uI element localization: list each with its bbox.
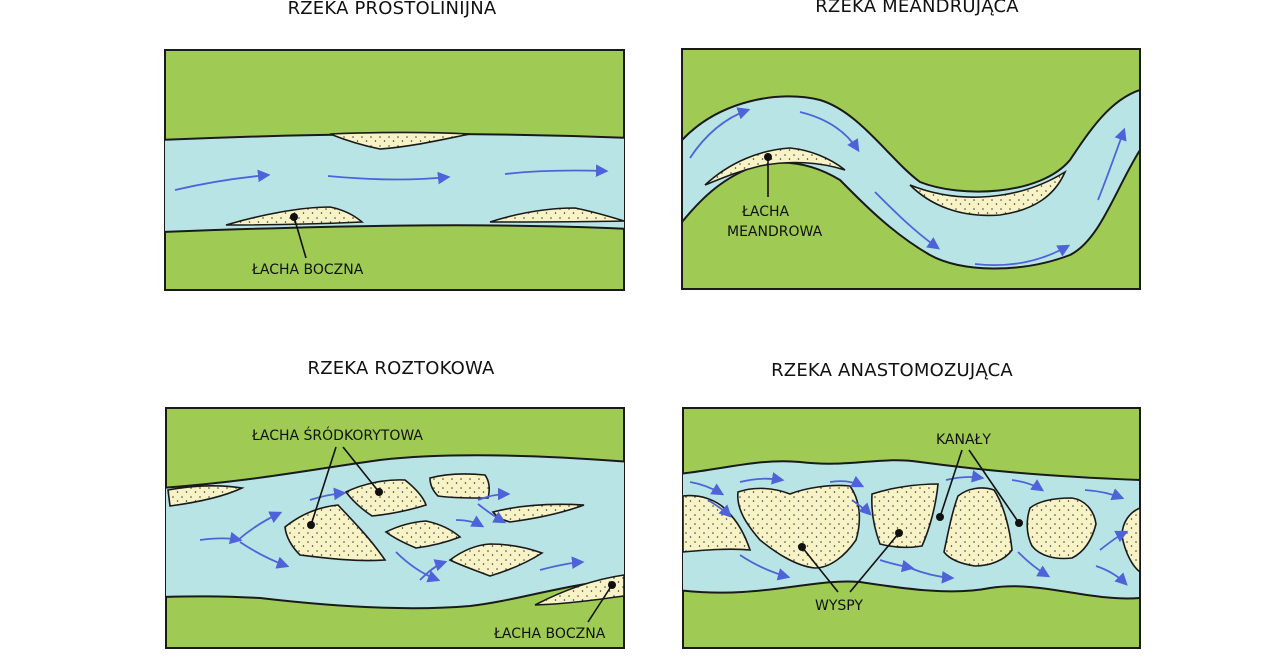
island — [943, 487, 1013, 567]
island — [1026, 497, 1097, 560]
side-bar-top — [329, 131, 471, 150]
flow-arrow — [739, 472, 785, 485]
label-leader-line — [849, 532, 900, 593]
flow-arrow — [1084, 488, 1125, 501]
side-bar-right — [489, 207, 624, 223]
flow-arrow — [395, 551, 441, 583]
flow-arrow — [739, 554, 791, 581]
flow-arrow — [909, 567, 955, 584]
flow-arrow — [799, 111, 860, 153]
flow-arrow — [239, 541, 290, 569]
island — [871, 483, 939, 549]
mid-channel-bar — [429, 473, 491, 499]
panel-straight-river: ŁACHA BOCZNA — [164, 49, 625, 291]
panel-braided-river: ŁACHA ŚRÓDKORYTOWA ŁACHA BOCZNA — [165, 407, 625, 649]
title-straight-river: RZEKA PROSTOLINIJNA — [287, 0, 497, 19]
label-mid-channel-bar: ŁACHA ŚRÓDKORYTOWA — [251, 426, 423, 444]
title-meandering-river: RZEKA MEANDRUJĄCA — [815, 0, 1019, 17]
side-bar-left — [167, 485, 245, 507]
flow-arrow — [707, 499, 732, 518]
river-channel — [682, 88, 1140, 270]
mid-channel-bar — [448, 543, 544, 577]
mid-channel-bar — [384, 520, 462, 549]
label-leader-line — [293, 216, 307, 259]
flow-arrow — [237, 511, 283, 541]
label-leader-line — [968, 449, 1020, 524]
label-leader-line — [801, 546, 839, 593]
flow-arrow — [419, 559, 448, 581]
label-leader-line — [310, 446, 337, 526]
label-islands: WYSPY — [815, 598, 863, 614]
label-point-bar-line1: ŁACHA — [741, 204, 790, 220]
flow-arrow — [327, 171, 451, 185]
flow-arrow — [829, 475, 865, 488]
label-channels: KANAŁY — [936, 432, 991, 448]
island-left — [683, 494, 752, 553]
flow-arrow — [1099, 530, 1129, 551]
point-bar-inner — [909, 169, 1067, 217]
panel-anastomosing-river: KANAŁY WYSPY — [682, 407, 1141, 649]
mid-channel-bar — [284, 504, 387, 562]
flow-arrow — [1011, 479, 1045, 492]
flow-arrow — [874, 191, 941, 250]
side-bar-right — [534, 574, 624, 606]
flow-arrow — [851, 499, 872, 516]
flow-arrow — [1097, 127, 1127, 201]
flow-arrow — [1017, 551, 1051, 578]
mid-channel-bar — [344, 479, 428, 517]
flow-arrow — [174, 169, 271, 191]
flow-arrow — [879, 559, 915, 573]
flow-arrow — [199, 531, 243, 545]
flow-arrow — [689, 481, 725, 496]
label-side-bar: ŁACHA BOCZNA — [251, 262, 364, 278]
flow-arrow — [945, 470, 985, 483]
river-channel — [165, 132, 624, 233]
label-side-bar: ŁACHA BOCZNA — [493, 626, 606, 642]
flow-arrow — [974, 244, 1071, 267]
flow-arrow — [689, 107, 751, 159]
flow-arrow — [309, 487, 347, 501]
panel-meandering-river: ŁACHA MEANDROWA — [681, 48, 1141, 290]
title-braided-river: RZEKA ROZTOKOWA — [307, 358, 495, 379]
flow-arrow — [539, 556, 585, 571]
flow-arrow — [477, 487, 511, 501]
flow-arrow — [455, 515, 485, 528]
flow-arrow — [1095, 565, 1128, 586]
label-leader-line — [342, 446, 380, 493]
label-leader-line — [587, 584, 613, 623]
point-bar-meander — [704, 147, 846, 186]
flow-arrow — [504, 164, 609, 177]
label-point-bar-line2: MEANDROWA — [727, 224, 823, 240]
title-anastomosing-river: RZEKA ANASTOMOZUJĄCA — [771, 360, 1013, 381]
label-leader-line — [939, 449, 963, 518]
flow-arrow — [477, 503, 507, 524]
island — [737, 484, 861, 569]
